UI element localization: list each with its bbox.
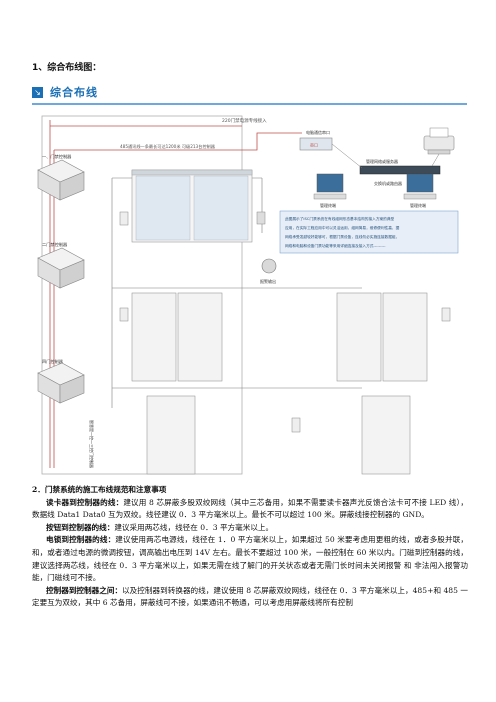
heading-1: 1、综合布线图： <box>32 63 102 73</box>
controller-label-2: 二门禁控制器 <box>42 241 68 248</box>
alarm-label: 报警输出 <box>260 278 276 284</box>
para-lock-wiring: 电锁到控制器的线：建议使用两芯电源线，线径在 1．0 平方毫米以上，如果超过 5… <box>32 535 468 583</box>
single-door-2 <box>361 395 411 475</box>
para-button-wiring: 按钮到控制器的线：建议采用两芯线，线径在 0．3 平方毫米以上。 <box>46 522 274 532</box>
sliding-door <box>131 169 253 243</box>
controller-box-2 <box>37 247 85 289</box>
controller-label-1: 一、门禁控制器 <box>42 153 72 160</box>
section-title: 综合布线 <box>50 86 98 99</box>
card-reader-2 <box>119 307 129 322</box>
double-door-left <box>131 292 223 382</box>
para-reader-wiring: 读卡器到控制器的线：建议用 8 芯屏蔽多股双绞网线（其中三芯备用，如果不需要读卡… <box>32 497 469 520</box>
printer-icon <box>423 127 455 155</box>
body-text: 2．门禁系统的施工布线规范和注意事项 读卡器到控制器的线：建议用 8 芯屏蔽多股… <box>32 484 468 610</box>
alarm-siren-icon <box>261 258 277 274</box>
pc-label-2: 管理终端 <box>410 202 426 208</box>
controller-box-1 <box>37 159 85 201</box>
title-underline <box>32 103 467 105</box>
lan-label: 智慧是一控一三控门控制器 <box>89 420 95 468</box>
fingerprint-reader <box>291 417 301 433</box>
section-title-row: ↘ 综合布线 <box>32 84 98 100</box>
info-box-text: 此图展示了ISC门禁系统在有线组网形态基本结构的接入方案的典型 应用，在实际工程… <box>285 216 401 248</box>
controller-box-3 <box>37 362 85 404</box>
info-box <box>279 210 459 254</box>
switch-label: 交换机或路由器 <box>374 180 402 186</box>
exit-button <box>256 211 266 225</box>
cable-label-top: 220门禁电源专线接入 <box>222 117 267 124</box>
card-reader-3 <box>441 307 451 322</box>
host-serial-label: 电脑通信串口 <box>306 129 330 135</box>
para-controller-wiring: 控制器到控制器之间：以及控制器到转换器的线，建议使用 8 芯屏蔽双绞网线，线径在… <box>32 585 468 608</box>
server-label: 管理网络或服务器 <box>366 158 398 164</box>
wiring-diagram: 220门禁电源专线接入 485通讯线一条最长可达1200米 可级213台控制器 … <box>37 115 459 475</box>
single-door-1 <box>146 395 196 475</box>
arrow-icon: ↘ <box>32 86 43 98</box>
card-reader-1 <box>119 211 129 226</box>
cable-label-485: 485通讯线一条最长可达1200米 可级213台控制器 <box>120 143 216 150</box>
pc-icon <box>313 173 437 200</box>
section-heading-2: 2．门禁系统的施工布线规范和注意事项 <box>32 485 167 494</box>
pc-label-1: 管理终端 <box>320 202 336 208</box>
controller-label-3: 四门控制器 <box>42 358 64 365</box>
converter-label: 串口 <box>310 142 318 148</box>
switch-device <box>359 165 441 175</box>
double-door-right <box>336 292 428 382</box>
